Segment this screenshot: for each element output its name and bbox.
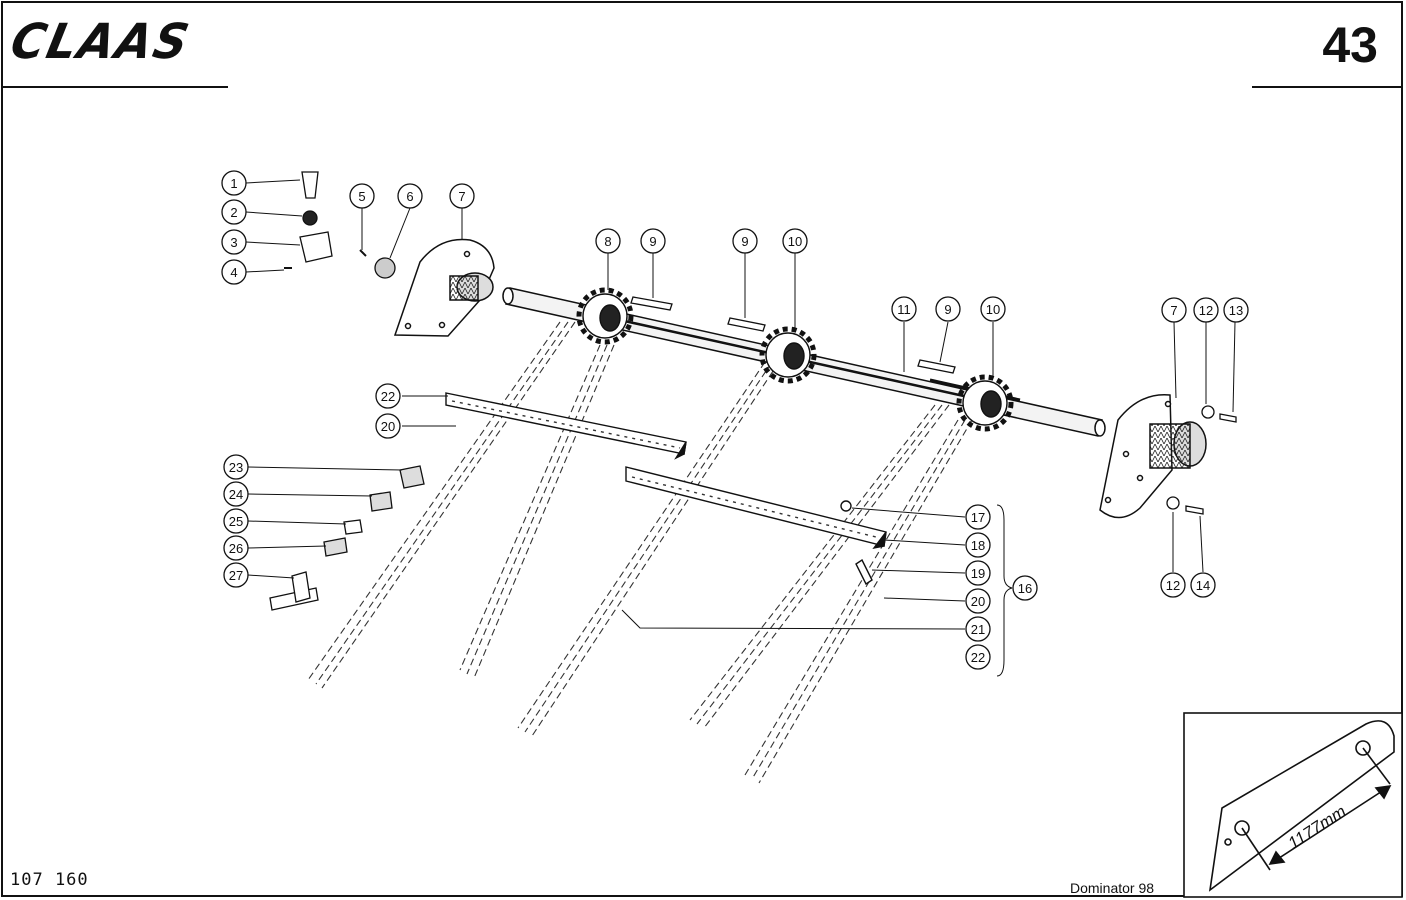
callout-text-13: 13 xyxy=(1229,303,1243,318)
sprocket-10-right xyxy=(956,374,1014,432)
callout-20-upper: 20 xyxy=(375,413,401,439)
callout-12-bottom: 12 xyxy=(1160,572,1186,598)
header-rule-right xyxy=(1252,86,1402,88)
callout-9-b: 9 xyxy=(732,228,758,254)
callout-text-25: 25 xyxy=(229,514,243,529)
callout-21: 21 xyxy=(965,616,991,642)
callout-text-11: 11 xyxy=(897,302,911,317)
slat-clips xyxy=(269,465,425,611)
callout-text-8: 8 xyxy=(604,234,611,249)
callout-text-6: 6 xyxy=(406,189,413,204)
callout-1: 1 xyxy=(221,170,247,196)
callout-8: 8 xyxy=(595,228,621,254)
callout-11: 11 xyxy=(891,296,917,322)
callout-text-9b: 9 xyxy=(741,234,748,249)
callout-18: 18 xyxy=(965,532,991,558)
left-small-parts xyxy=(284,171,396,279)
inset-detail: 1177mm xyxy=(1183,712,1403,898)
callout-27: 27 xyxy=(223,562,249,588)
right-fasteners xyxy=(1166,405,1237,515)
callout-text-27: 27 xyxy=(229,568,243,583)
sprocket-10-center xyxy=(759,326,817,384)
callout-text-12b: 12 xyxy=(1166,578,1180,593)
left-bearing-flange xyxy=(393,238,495,337)
callout-text-10a: 10 xyxy=(788,234,802,249)
callout-2: 2 xyxy=(221,199,247,225)
callout-10-b: 10 xyxy=(980,296,1006,322)
callout-9-c: 9 xyxy=(935,296,961,322)
callout-text-3: 3 xyxy=(230,235,237,250)
callout-text-19: 19 xyxy=(971,566,985,581)
conveyor-chains xyxy=(307,321,973,784)
callout-7-left: 7 xyxy=(449,183,475,209)
callout-text-10b: 10 xyxy=(986,302,1000,317)
callout-22-upper: 22 xyxy=(375,383,401,409)
callout-12-top: 12 xyxy=(1193,297,1219,323)
callout-text-20a: 20 xyxy=(381,419,395,434)
callout-text-24: 24 xyxy=(229,487,243,502)
lower-slat xyxy=(625,466,887,586)
shaft-keys xyxy=(630,296,956,374)
model-name: Dominator 98 xyxy=(1070,880,1155,896)
callout-text-5: 5 xyxy=(358,189,365,204)
callout-13: 13 xyxy=(1223,297,1249,323)
callout-24: 24 xyxy=(223,481,249,507)
catalog-number: 107 160 xyxy=(10,870,89,890)
callout-text-21: 21 xyxy=(971,622,985,637)
callout-text-22a: 22 xyxy=(381,389,395,404)
callout-20-lower: 20 xyxy=(965,588,991,614)
callout-7-right: 7 xyxy=(1161,297,1187,323)
callout-text-7b: 7 xyxy=(1170,303,1177,318)
page-number: 43 xyxy=(1322,17,1378,73)
callout-text-14: 14 xyxy=(1196,578,1210,593)
callout-16: 16 xyxy=(1012,575,1038,601)
callout-19: 19 xyxy=(965,560,991,586)
callout-text-16: 16 xyxy=(1018,581,1032,596)
callout-text-23: 23 xyxy=(229,460,243,475)
callout-17: 17 xyxy=(965,504,991,530)
callout-6: 6 xyxy=(397,183,423,209)
callout-text-12a: 12 xyxy=(1199,303,1213,318)
sprocket-8 xyxy=(576,287,634,345)
callout-labels: 1 2 3 4 5 6 7 8 9 9 10 11 9 10 7 12 13 2… xyxy=(221,170,1249,670)
callout-14: 14 xyxy=(1190,572,1216,598)
callout-text-9c: 9 xyxy=(944,302,951,317)
callout-3: 3 xyxy=(221,229,247,255)
header-rule-left xyxy=(2,86,228,88)
callout-text-7a: 7 xyxy=(458,189,465,204)
callout-23: 23 xyxy=(223,454,249,480)
callout-text-4: 4 xyxy=(230,265,237,280)
callout-9-a: 9 xyxy=(640,228,666,254)
callout-text-17: 17 xyxy=(971,510,985,525)
upper-slat xyxy=(445,392,687,460)
right-bearing-flange xyxy=(1099,393,1207,519)
callout-text-9a: 9 xyxy=(649,234,656,249)
callout-25: 25 xyxy=(223,508,249,534)
callout-4: 4 xyxy=(221,259,247,285)
callout-text-2: 2 xyxy=(230,205,237,220)
leader-lines xyxy=(245,179,1236,677)
callout-22-lower: 22 xyxy=(965,644,991,670)
callout-text-20b: 20 xyxy=(971,594,985,609)
callout-text-26: 26 xyxy=(229,541,243,556)
callout-text-22b: 22 xyxy=(971,650,985,665)
callout-text-1: 1 xyxy=(230,176,237,191)
callout-10-a: 10 xyxy=(782,228,808,254)
callout-text-18: 18 xyxy=(971,538,985,553)
callout-26: 26 xyxy=(223,535,249,561)
callout-5: 5 xyxy=(349,183,375,209)
